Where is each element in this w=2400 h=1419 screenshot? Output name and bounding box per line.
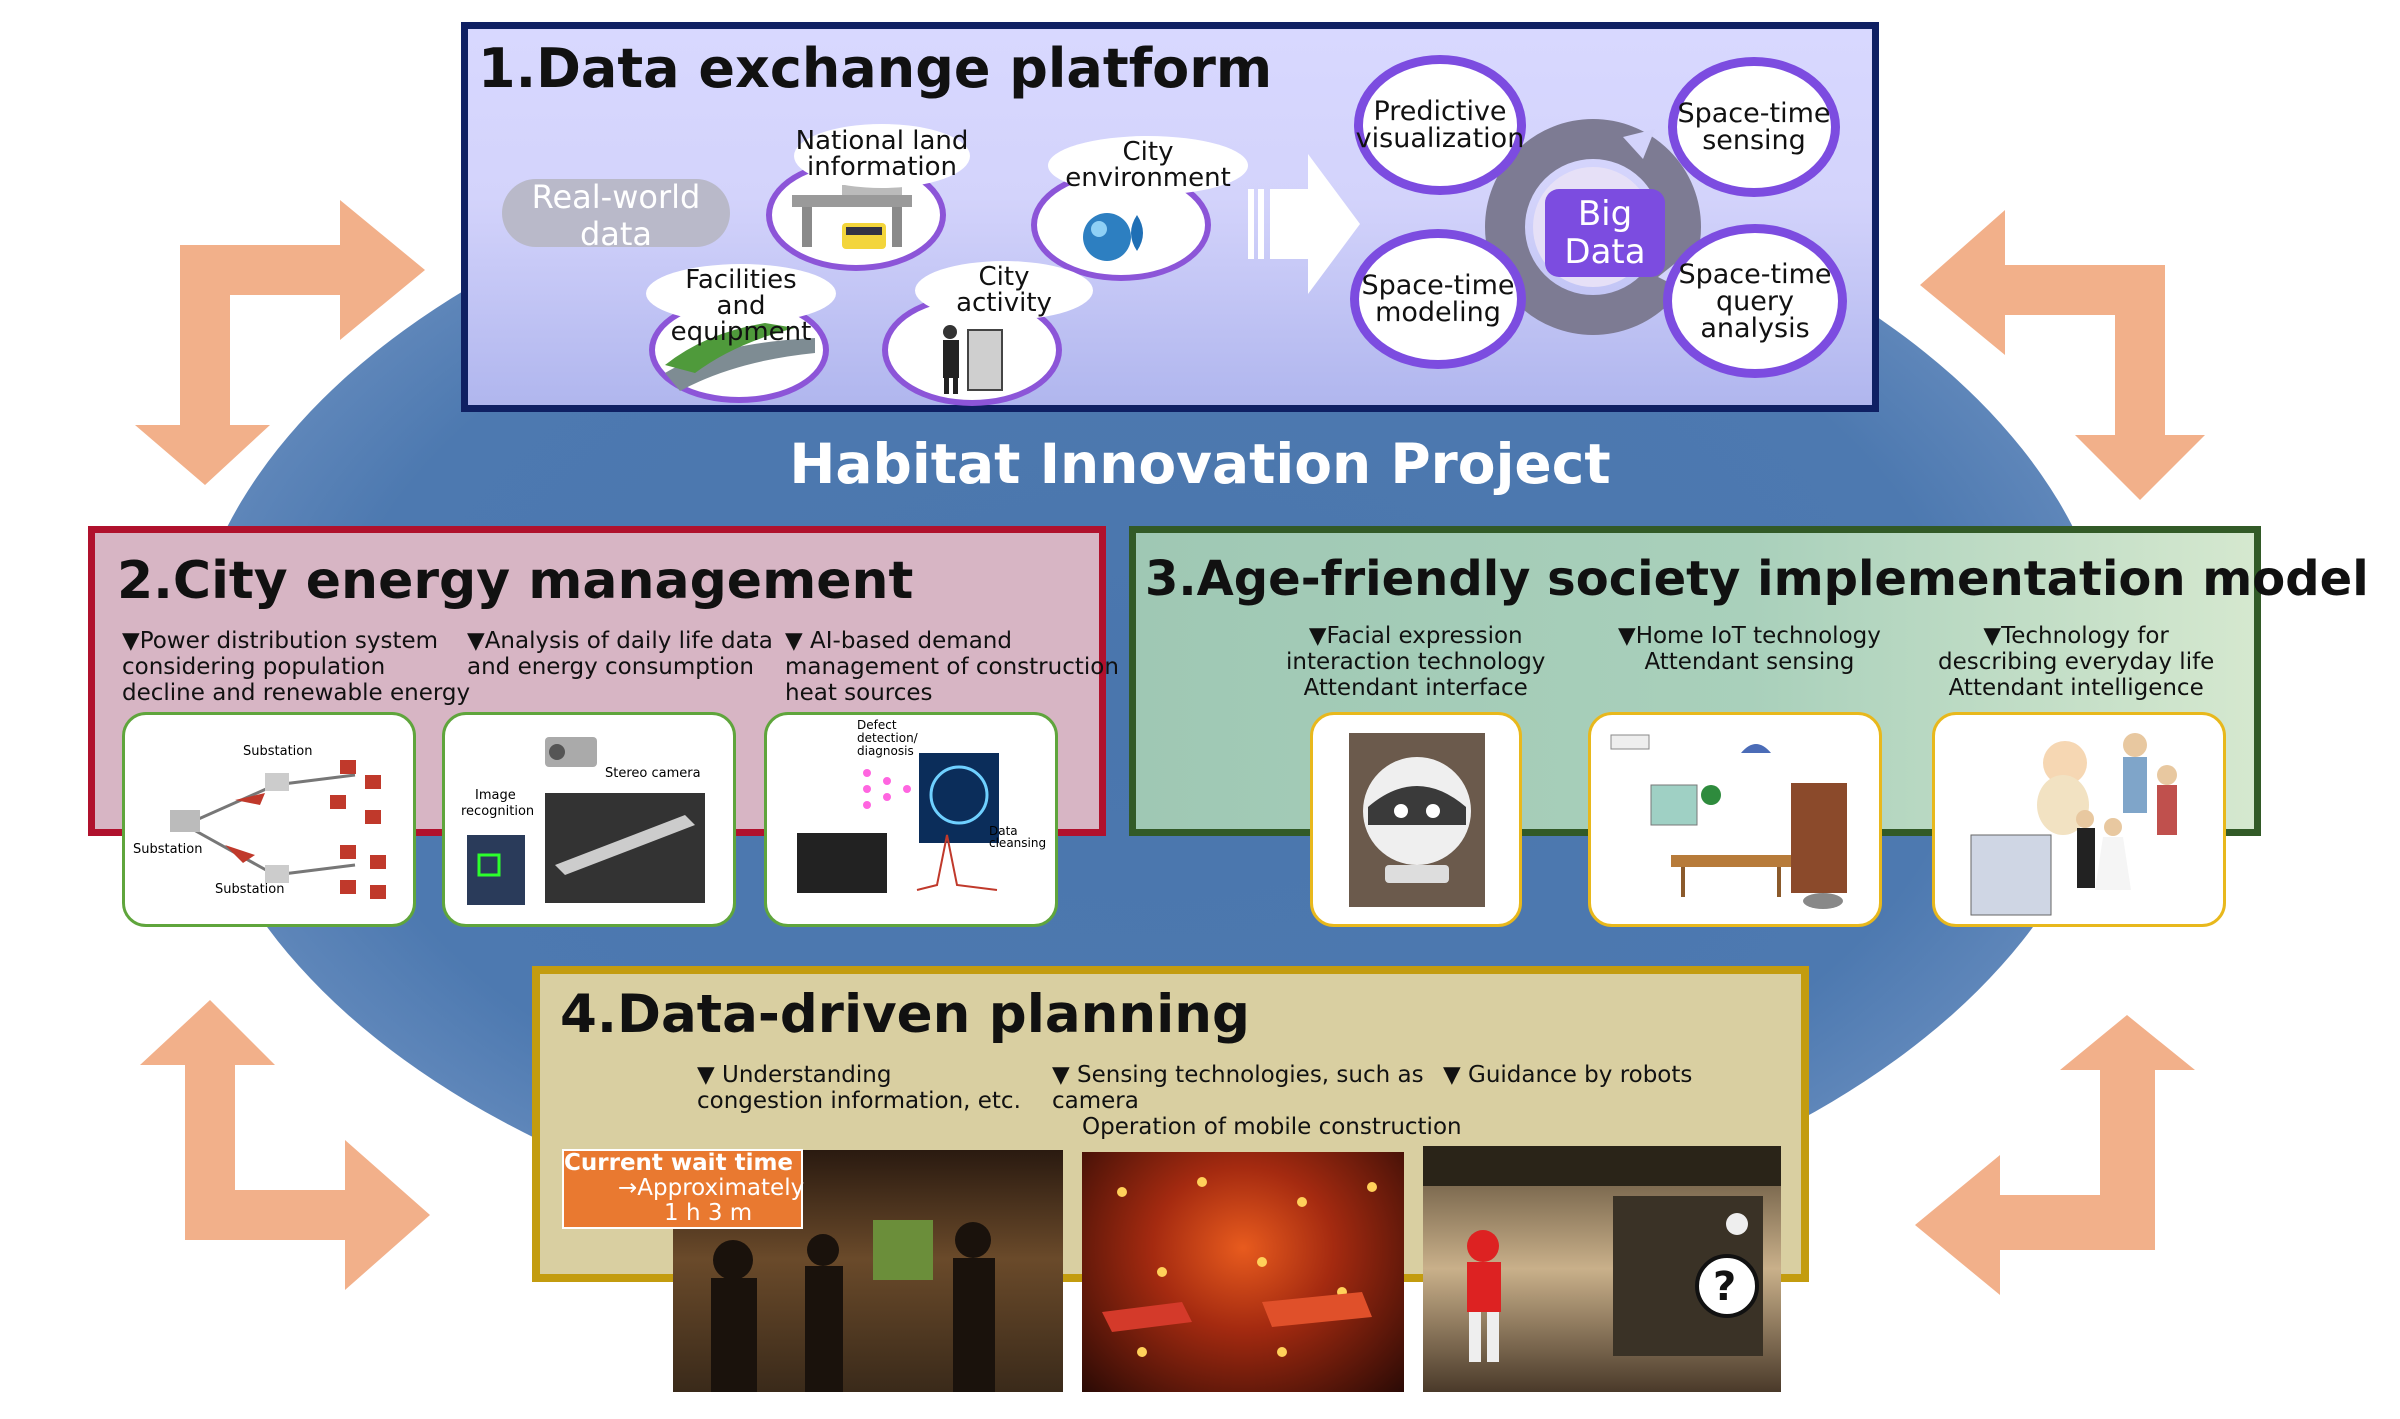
planning-bullet-1: ▼ Understanding congestion information, … bbox=[697, 1062, 1021, 1114]
cycle-arrow-top-left bbox=[135, 200, 425, 485]
city-activity-label: City activity bbox=[915, 261, 1093, 320]
substation-label-bottom: Substation bbox=[215, 882, 284, 897]
night-market-photo bbox=[1082, 1152, 1404, 1392]
everyday-life-card bbox=[1932, 712, 2226, 927]
home-iot-card bbox=[1588, 712, 1882, 927]
train-station-icon bbox=[792, 185, 912, 249]
stereo-camera-icon: Stereo camera Image recognition bbox=[461, 737, 705, 905]
ticket-gate-person-icon bbox=[943, 325, 1003, 394]
highway-icon bbox=[665, 323, 815, 391]
water-drop-globe-icon bbox=[1083, 213, 1143, 261]
energy-bullet-1: ▼Power distribution system considering p… bbox=[122, 628, 471, 706]
image-recognition-label-1: Image bbox=[475, 788, 516, 803]
section-title: 2.City energy management bbox=[117, 551, 914, 611]
family-generations-icon bbox=[1970, 733, 2177, 916]
age-bullet-2: ▼Home IoT technology Attendant sensing bbox=[1618, 623, 1881, 675]
age-bullet-3: ▼Technology for describing everyday life… bbox=[1938, 623, 2215, 701]
smart-room-icon bbox=[1610, 734, 1847, 909]
section-title: 4.Data-driven planning bbox=[560, 984, 1250, 1045]
image-recognition-label-2: recognition bbox=[461, 804, 534, 819]
energy-bullet-2: ▼Analysis of daily life data and energy … bbox=[467, 628, 773, 680]
real-world-data-label: Real-world data bbox=[531, 178, 701, 253]
real-world-data-pill bbox=[502, 179, 730, 247]
facilities-label: Facilities and equipment bbox=[646, 264, 836, 345]
planning-bullet-2: ▼ Sensing technologies, such as camera O… bbox=[1052, 1062, 1462, 1140]
data-exchange-platform-panel: 1.Data exchange platform Real-world data… bbox=[461, 22, 1879, 412]
defect-label-2: detection/ bbox=[857, 731, 919, 745]
cycle-arrow-bottom-right bbox=[1915, 1015, 2195, 1295]
crowd-people-icon bbox=[711, 1220, 995, 1392]
stereo-camera-label: Stereo camera bbox=[605, 766, 701, 781]
big-data-badge: Big Data bbox=[1545, 189, 1665, 277]
section-title: 1.Data exchange platform bbox=[478, 37, 1273, 100]
market-stalls-icon bbox=[1102, 1177, 1377, 1357]
companion-robot-icon bbox=[1349, 733, 1485, 907]
ai-diagnosis-card: Defect detection/ diagnosis Data cleansi… bbox=[764, 712, 1058, 927]
wait-time-badge: Current wait time →Approximately 1 h 3 m bbox=[562, 1149, 804, 1229]
substation-diagram-card: Substation Substation Substation bbox=[122, 712, 416, 927]
robot-interface-card bbox=[1310, 712, 1522, 927]
age-bullet-1: ▼Facial expression interaction technolog… bbox=[1286, 623, 1546, 701]
section-title: 3.Age-friendly society implementation mo… bbox=[1145, 551, 2369, 607]
flow-arrow-icon bbox=[1248, 154, 1360, 294]
substation-label-left: Substation bbox=[133, 842, 202, 857]
power-grid-icon: Substation Substation Substation bbox=[133, 744, 386, 899]
planning-bullet-3: ▼ Guidance by robots bbox=[1443, 1062, 1693, 1088]
svg-text:?: ? bbox=[1713, 1264, 1736, 1310]
cycle-arrow-bottom-left bbox=[140, 1000, 430, 1290]
station-robot-photo: ? bbox=[1423, 1146, 1781, 1392]
cleansing-label-1: Data bbox=[989, 824, 1018, 838]
energy-bullet-3: ▼ AI-based demand management of construc… bbox=[785, 628, 1119, 706]
stereo-camera-card: Stereo camera Image recognition bbox=[442, 712, 736, 927]
substation-label-top: Substation bbox=[243, 744, 312, 759]
project-title: Habitat Innovation Project bbox=[789, 432, 1611, 496]
cleansing-label-2: cleansing bbox=[989, 836, 1046, 850]
guide-robot-icon: ? bbox=[1423, 1146, 1781, 1362]
defect-label-3: diagnosis bbox=[857, 744, 914, 758]
ai-brain-icon: Defect detection/ diagnosis Data cleansi… bbox=[797, 718, 1046, 893]
city-environment-label: City environment bbox=[1048, 136, 1248, 195]
defect-label-1: Defect bbox=[857, 718, 897, 732]
cycle-arrow-top-right bbox=[1920, 210, 2205, 500]
national-land-label: National land information bbox=[794, 124, 970, 188]
